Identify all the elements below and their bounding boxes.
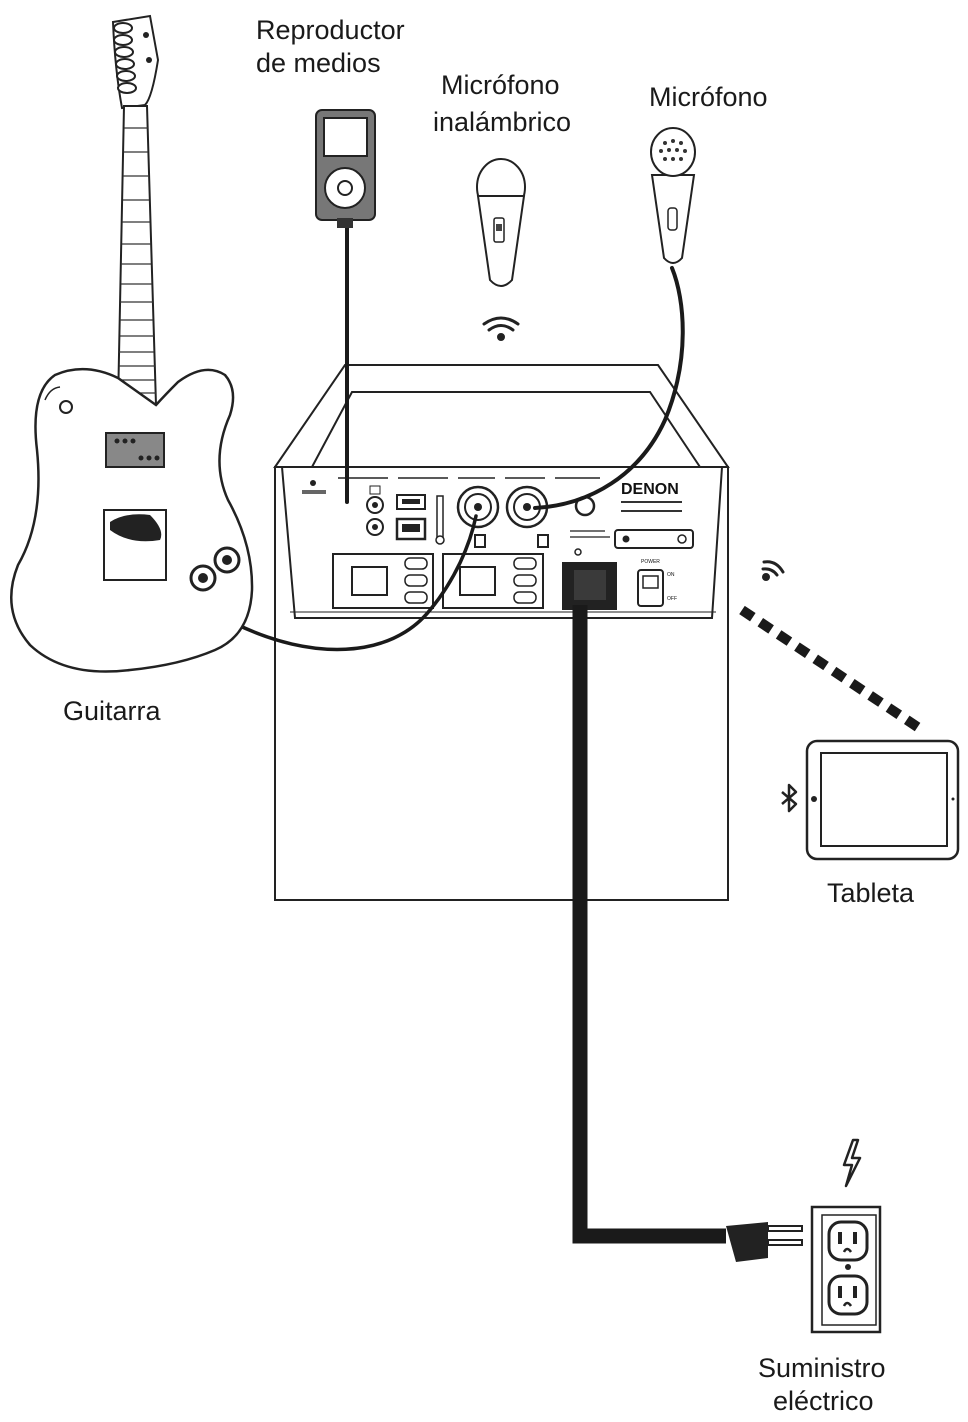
media-player	[316, 110, 375, 228]
wireless-signal-icon	[484, 318, 518, 340]
media-player-label-line2: de medios	[256, 48, 381, 78]
tablet-label: Tableta	[827, 878, 915, 908]
guitar-volume-knob	[191, 566, 215, 590]
brand-logo: DENON	[621, 481, 679, 498]
channel-2-button-b[interactable]	[514, 575, 536, 586]
media-player-label-line1: Reproductor	[256, 15, 405, 45]
level-slider[interactable]	[437, 496, 443, 542]
bluetooth-icon	[782, 785, 796, 811]
electric-guitar	[11, 16, 252, 672]
guitar-tone-knob	[215, 548, 239, 572]
power-supply-label-line1: Suministro	[758, 1353, 886, 1383]
wall-outlet	[812, 1207, 880, 1332]
combo-jack-input-1[interactable]	[458, 487, 498, 527]
svg-text:ON: ON	[667, 572, 675, 578]
guitar-label: Guitarra	[63, 696, 162, 726]
channel-1-display	[352, 567, 387, 595]
power-plug	[726, 1222, 802, 1262]
channel-2-display	[460, 567, 495, 595]
tablet	[807, 741, 958, 859]
outlet-socket-top	[829, 1222, 867, 1260]
bluetooth-link-dashed	[742, 610, 922, 730]
microphone-label: Micrófono	[649, 82, 768, 112]
wireless-microphone	[477, 159, 525, 286]
svg-text:POWER: POWER	[641, 559, 660, 565]
outlet-socket-bottom	[829, 1276, 867, 1314]
status-led-icon	[310, 480, 316, 486]
wireless-mic-label-line2: inalámbrico	[433, 107, 571, 137]
electricity-icon	[844, 1140, 860, 1186]
channel-2-button-c[interactable]	[514, 592, 536, 603]
bluetooth-signal-icon	[763, 562, 783, 580]
channel-1-button-b[interactable]	[405, 575, 427, 586]
neck-pickup	[106, 433, 164, 467]
channel-1-button-c[interactable]	[405, 592, 427, 603]
speaker-cabinet	[275, 365, 728, 900]
wireless-mic-label-line1: Micrófono	[441, 70, 560, 100]
channel-2-button-a[interactable]	[514, 558, 536, 569]
power-supply-label-line2: eléctrico	[773, 1386, 874, 1416]
microphone	[651, 128, 695, 263]
svg-text:OFF: OFF	[667, 596, 677, 602]
channel-1-button-a[interactable]	[405, 558, 427, 569]
